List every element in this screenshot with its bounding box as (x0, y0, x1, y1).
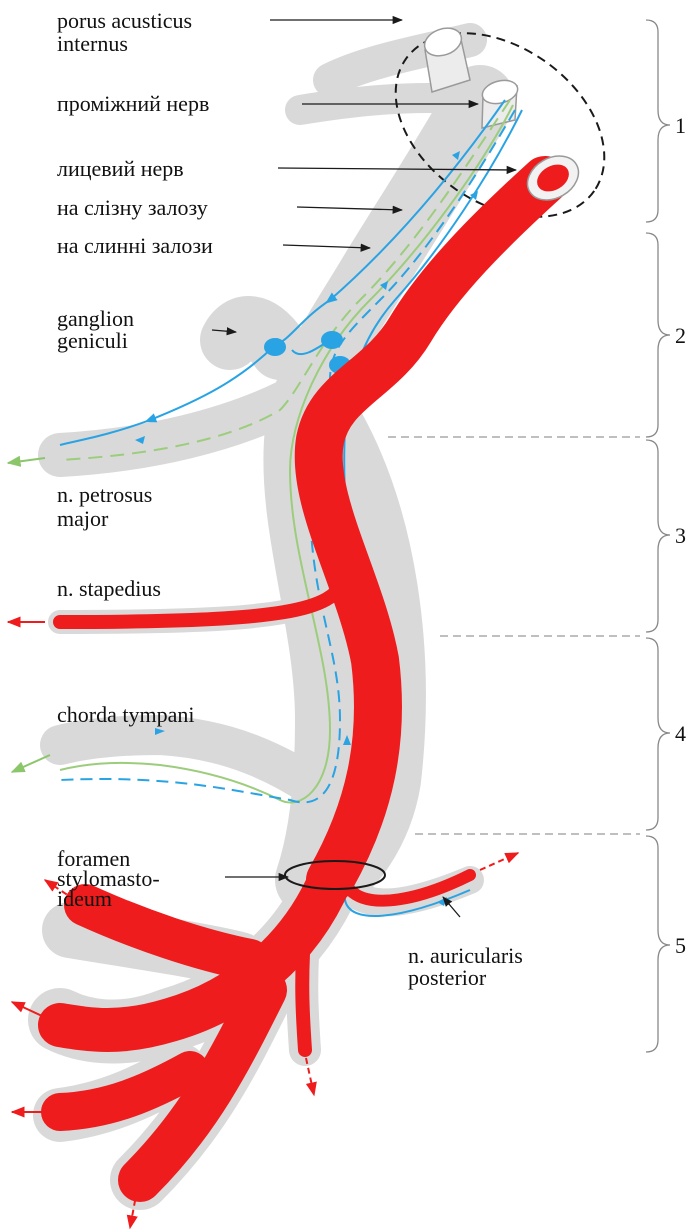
segment-numbers: 1 2 3 4 5 (675, 113, 686, 958)
brace-2 (646, 233, 670, 437)
red-branch-vertical (302, 925, 305, 1050)
ganglion-cell-2 (321, 331, 343, 349)
label-intermediate-nerve: проміжний нерв (57, 91, 209, 116)
brace-4 (646, 638, 670, 830)
segment-braces (646, 20, 670, 1052)
label-petrosus-line2: major (57, 506, 109, 531)
label-to-lacrimal-gland: на слізну залозу (57, 195, 208, 220)
segment-number-1: 1 (675, 113, 686, 138)
brace-1 (646, 20, 670, 222)
label-facial-nerve: лицевий нерв (57, 156, 184, 181)
canal-petrosus (60, 400, 290, 455)
ganglion-cell-1 (264, 338, 286, 356)
segment-number-5: 5 (675, 933, 686, 958)
green-arrow-chorda (12, 755, 50, 772)
segment-dividers (388, 437, 640, 834)
red-arrow-auricular (480, 853, 518, 870)
segment-number-2: 2 (675, 323, 686, 348)
brace-5 (646, 836, 670, 1052)
label-petrosus-line1: n. petrosus (57, 482, 152, 507)
segment-number-3: 3 (675, 523, 686, 548)
brace-3 (646, 440, 670, 632)
label-foramen-line3: ideum (57, 886, 112, 911)
label-auricularis-line2: posterior (408, 965, 487, 990)
label-to-salivary-glands: на слинні залози (57, 233, 213, 258)
label-stapedius: n. stapedius (57, 576, 161, 601)
label-chorda-tympani: chorda tympani (57, 702, 194, 727)
segment-number-4: 4 (675, 721, 686, 746)
canal-chorda (60, 735, 320, 790)
label-porus-line2: internus (57, 31, 128, 56)
label-porus-line1: porus acusticus (57, 8, 192, 33)
label-ganglion-line2: geniculi (57, 328, 128, 353)
